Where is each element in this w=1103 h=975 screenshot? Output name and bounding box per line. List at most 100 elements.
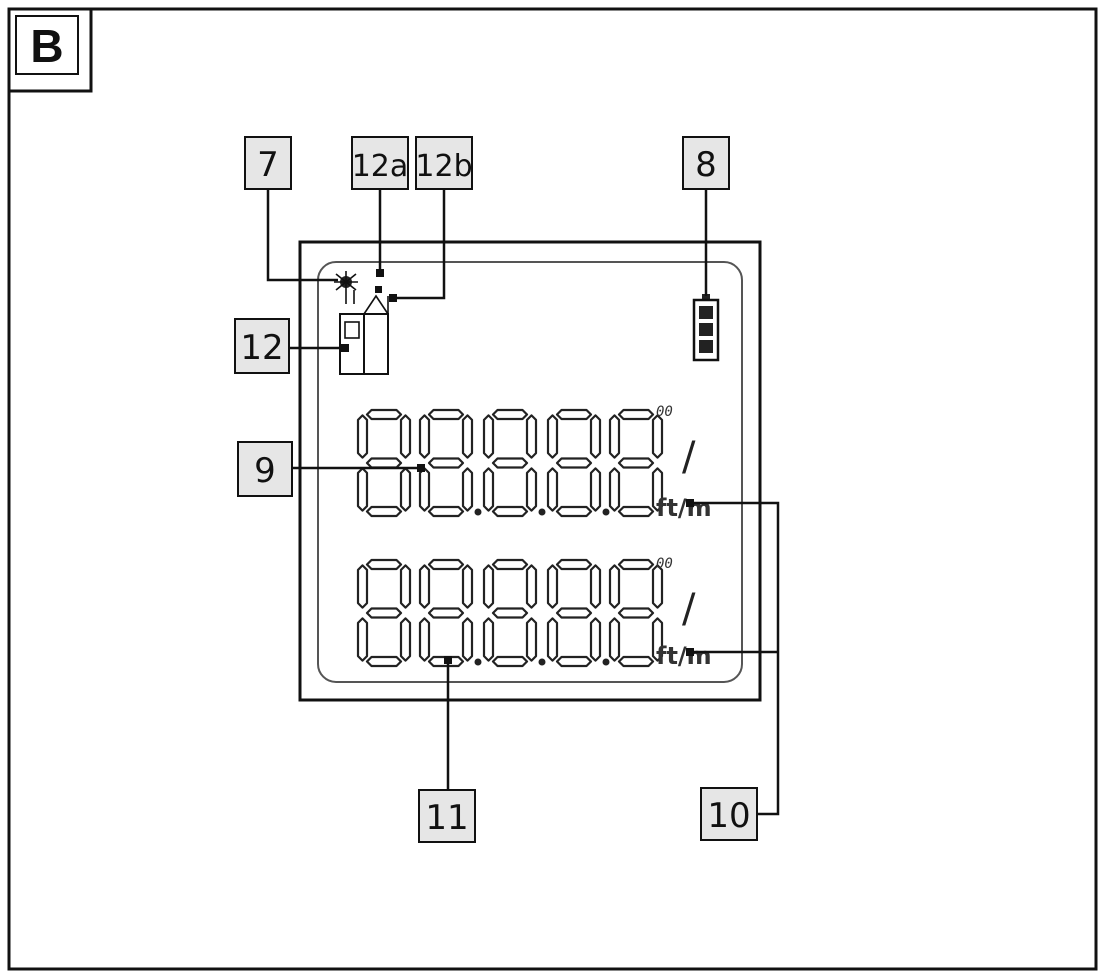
lcd-segment (491, 558, 529, 571)
lcd-segment (482, 414, 495, 459)
lcd-segment (525, 564, 538, 609)
small-digits-bottom: 00 (656, 556, 673, 572)
decimal-point (538, 658, 546, 666)
lcd-segment (555, 457, 593, 469)
lcd-segment (418, 617, 431, 662)
lcd-segment (617, 558, 655, 571)
callout-7: 7 (244, 136, 292, 190)
lcd-segment (491, 607, 529, 619)
svg-text:10: 10 (707, 796, 750, 836)
lcd-segment (651, 414, 664, 459)
lcd-segment (617, 457, 655, 469)
lcd-segment (617, 408, 655, 421)
outer-frame (7, 7, 1098, 971)
lcd-segment (418, 467, 431, 512)
lcd-segment (555, 505, 593, 518)
svg-text:12b: 12b (415, 149, 472, 184)
lcd-segment (399, 564, 412, 609)
lcd-segment (356, 467, 369, 512)
callout-10: 10 (700, 787, 758, 841)
lcd-segment (356, 617, 369, 662)
lcd-segment (651, 617, 664, 662)
lcd-segment (555, 408, 593, 421)
svg-text:12: 12 (240, 328, 283, 368)
lcd-segment (589, 414, 602, 459)
lcd-segment (491, 505, 529, 518)
lcd-segment (617, 655, 655, 668)
lcd-segment (651, 564, 664, 609)
lcd-segment (427, 607, 465, 619)
lcd-segment (617, 505, 655, 518)
svg-text:12a: 12a (352, 149, 409, 184)
lcd-segment (482, 467, 495, 512)
lcd-segment (399, 617, 412, 662)
lcd-segment (418, 414, 431, 459)
lcd-segment (365, 558, 403, 571)
lcd-segment (418, 564, 431, 609)
lcd-segment (491, 408, 529, 421)
main-display-digits (356, 408, 664, 518)
lcd-segment (525, 467, 538, 512)
lcd-segment (365, 607, 403, 619)
callout-12b: 12b (415, 136, 473, 190)
lcd-segment (399, 467, 412, 512)
small-digits-top: 00 (656, 404, 673, 420)
lcd-segment (617, 607, 655, 619)
lcd-segment (525, 617, 538, 662)
lcd-segment (546, 414, 559, 459)
decimal-point (474, 508, 482, 516)
svg-text:8: 8 (695, 145, 717, 185)
lcd-segment (461, 414, 474, 459)
lcd-segment (608, 414, 621, 459)
unit-ftm-bottom: ft/m (656, 642, 712, 670)
lcd-segment (365, 408, 403, 421)
secondary-display-digits (356, 558, 664, 668)
lcd-segment (365, 655, 403, 668)
lcd-segment (555, 655, 593, 668)
lcd-segment (427, 558, 465, 571)
callout-11: 11 (418, 789, 476, 843)
lcd-segment (482, 617, 495, 662)
lcd-segment (356, 414, 369, 459)
lcd-segment (427, 655, 465, 668)
lcd-segment (555, 558, 593, 571)
callout-12a: 12a (351, 136, 409, 190)
battery-icon (692, 294, 720, 362)
lcd-segment (546, 617, 559, 662)
decimal-point (474, 658, 482, 666)
unit-indicator-top: 00 / ft/m (656, 404, 712, 522)
lcd-segment (399, 414, 412, 459)
laser-icon (334, 271, 358, 304)
unit-indicator-bottom: 00 / ft/m (656, 556, 712, 670)
lcd-segment (546, 467, 559, 512)
lcd-segment (356, 564, 369, 609)
lcd-segment (427, 457, 465, 469)
lcd-segment (427, 408, 465, 421)
svg-text:9: 9 (254, 451, 276, 491)
lcd-segment (608, 564, 621, 609)
lcd-screen (317, 261, 743, 683)
svg-text:11: 11 (425, 798, 468, 838)
unit-slash-bottom: / (682, 586, 696, 632)
lcd-segment (589, 467, 602, 512)
lcd-segment (608, 617, 621, 662)
lcd-segment (651, 467, 664, 512)
svg-text:7: 7 (257, 145, 279, 185)
lcd-segment (555, 607, 593, 619)
callout-9: 9 (237, 441, 293, 497)
lcd-segment (589, 617, 602, 662)
decimal-point (602, 508, 610, 516)
lcd-segment (482, 564, 495, 609)
lcd-segment (546, 564, 559, 609)
panel-label: B (7, 7, 93, 93)
callout-12: 12 (234, 318, 290, 374)
lcd-segment (491, 655, 529, 668)
leader-lines (266, 189, 780, 816)
panel-letter: B (30, 20, 63, 72)
lcd-segment (365, 505, 403, 518)
lcd-segment (461, 564, 474, 609)
decimal-point (602, 658, 610, 666)
lcd-segment (525, 414, 538, 459)
lcd-segment (608, 467, 621, 512)
